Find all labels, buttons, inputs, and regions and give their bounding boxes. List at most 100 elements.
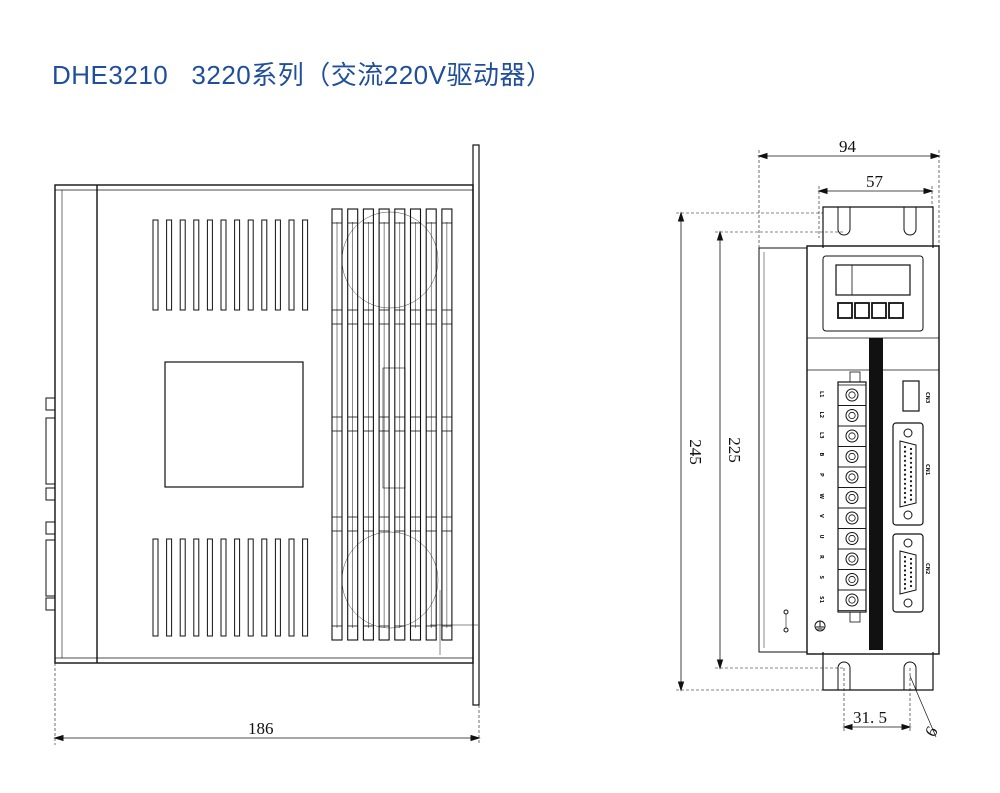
vent-slot bbox=[261, 538, 268, 637]
dsub-pin bbox=[903, 487, 907, 490]
dsub-pin bbox=[909, 447, 913, 451]
dsub-pin bbox=[909, 452, 913, 455]
terminal-screw bbox=[845, 388, 859, 402]
terminal-label: B bbox=[818, 453, 824, 457]
vent-slot bbox=[193, 219, 200, 311]
vent-slot bbox=[152, 538, 159, 637]
terminal-label: P bbox=[818, 473, 824, 477]
terminal-cell bbox=[837, 446, 867, 468]
terminal-cell bbox=[837, 405, 867, 427]
terminal-screw bbox=[845, 552, 859, 566]
terminal-screws bbox=[837, 384, 867, 611]
vent-slot bbox=[206, 219, 213, 311]
vent-slot bbox=[206, 538, 213, 637]
vent-slot bbox=[193, 538, 200, 637]
mount-tab-top bbox=[822, 206, 934, 248]
terminal-cell bbox=[837, 569, 867, 591]
dsub-pin bbox=[903, 455, 907, 458]
arrow-head bbox=[53, 734, 64, 742]
dsub-pin bbox=[903, 468, 907, 472]
dsub-pin bbox=[903, 496, 907, 499]
terminal-screw bbox=[845, 491, 859, 504]
dsub-pin bbox=[903, 450, 907, 453]
terminal-screw-head bbox=[848, 391, 856, 399]
terminal-cell bbox=[837, 507, 867, 529]
terminal-screw bbox=[845, 573, 859, 586]
led-display bbox=[835, 264, 911, 296]
dsub-pin bbox=[909, 470, 913, 474]
terminal-screw bbox=[845, 429, 859, 443]
terminal-screw-head bbox=[848, 534, 856, 543]
dsub-pin bbox=[909, 557, 913, 561]
front-heatsink-side bbox=[758, 247, 808, 653]
vent-slot bbox=[274, 538, 281, 637]
dsub-pin bbox=[903, 569, 907, 572]
vent-slot bbox=[261, 219, 268, 311]
dim-225-label: 225 bbox=[725, 437, 744, 463]
dark-strip bbox=[869, 338, 883, 650]
leader-line-6 bbox=[909, 675, 937, 738]
fan-outline bbox=[341, 211, 439, 309]
dsub-pin bbox=[903, 491, 907, 495]
dsub-pin bbox=[909, 498, 913, 501]
vent-slot bbox=[288, 219, 295, 311]
vent-slot bbox=[234, 219, 241, 311]
side-connector-cn2 bbox=[45, 539, 56, 597]
dsub-pin bbox=[903, 464, 907, 467]
cn1-connector bbox=[892, 422, 924, 526]
dsub-pin bbox=[903, 482, 907, 485]
arrow-head bbox=[930, 152, 941, 160]
dsub-pin bbox=[909, 480, 913, 483]
vent-slot bbox=[247, 219, 254, 311]
terminal-screw-head bbox=[848, 596, 856, 604]
keypad-button[interactable] bbox=[854, 302, 870, 319]
dsub-pin bbox=[903, 578, 907, 581]
vent-slot bbox=[302, 219, 309, 311]
dsub-pin bbox=[903, 459, 907, 462]
mount-slot-top-right bbox=[903, 207, 917, 236]
side-view bbox=[45, 144, 481, 745]
dsub-pin bbox=[903, 473, 907, 476]
dim-31-5-label: 31. 5 bbox=[853, 708, 887, 727]
keypad-button[interactable] bbox=[871, 302, 887, 319]
dsub-pin bbox=[903, 555, 907, 559]
dsub-pin bbox=[909, 461, 913, 464]
dsub-pin bbox=[903, 582, 907, 586]
terminal-block bbox=[837, 381, 867, 613]
cn2-screw bbox=[903, 538, 913, 548]
vent-slots-bottom bbox=[152, 538, 309, 637]
terminal-label: L3 bbox=[818, 432, 824, 439]
keypad-button[interactable] bbox=[837, 302, 853, 319]
terminal-screw-head bbox=[848, 452, 856, 461]
terminal-cap-top bbox=[849, 371, 861, 383]
vent-slot bbox=[166, 538, 173, 637]
display-module bbox=[822, 255, 924, 332]
arrow-head bbox=[901, 723, 912, 731]
dsub-pin bbox=[903, 573, 907, 577]
dsub-pin bbox=[909, 475, 913, 478]
terminal-cell bbox=[837, 487, 867, 509]
arrow-head bbox=[470, 734, 481, 742]
heatsink-fins bbox=[331, 208, 453, 641]
dsub-pin bbox=[909, 571, 913, 574]
terminal-cell bbox=[837, 384, 867, 406]
terminal-screw-head bbox=[848, 555, 856, 563]
cn1-label: CN1 bbox=[924, 464, 930, 476]
terminal-cell bbox=[837, 548, 867, 570]
vent-slot bbox=[179, 219, 186, 311]
dsub-pin bbox=[909, 580, 913, 583]
side-connector-stub bbox=[45, 397, 56, 411]
keypad-button[interactable] bbox=[888, 302, 904, 319]
cn2-screw bbox=[903, 598, 913, 608]
mount-slot-bottom-right bbox=[903, 661, 917, 690]
vent-slot bbox=[220, 219, 227, 311]
terminal-cell bbox=[837, 528, 867, 550]
page-title: DHE3210 3220系列（交流220V驱动器） bbox=[52, 60, 553, 90]
heatsink-mount bbox=[382, 367, 406, 489]
vent-slot bbox=[302, 538, 309, 637]
vent-slot bbox=[247, 538, 254, 637]
side-connector-stub bbox=[45, 487, 56, 501]
side-connector-stub bbox=[45, 521, 56, 535]
